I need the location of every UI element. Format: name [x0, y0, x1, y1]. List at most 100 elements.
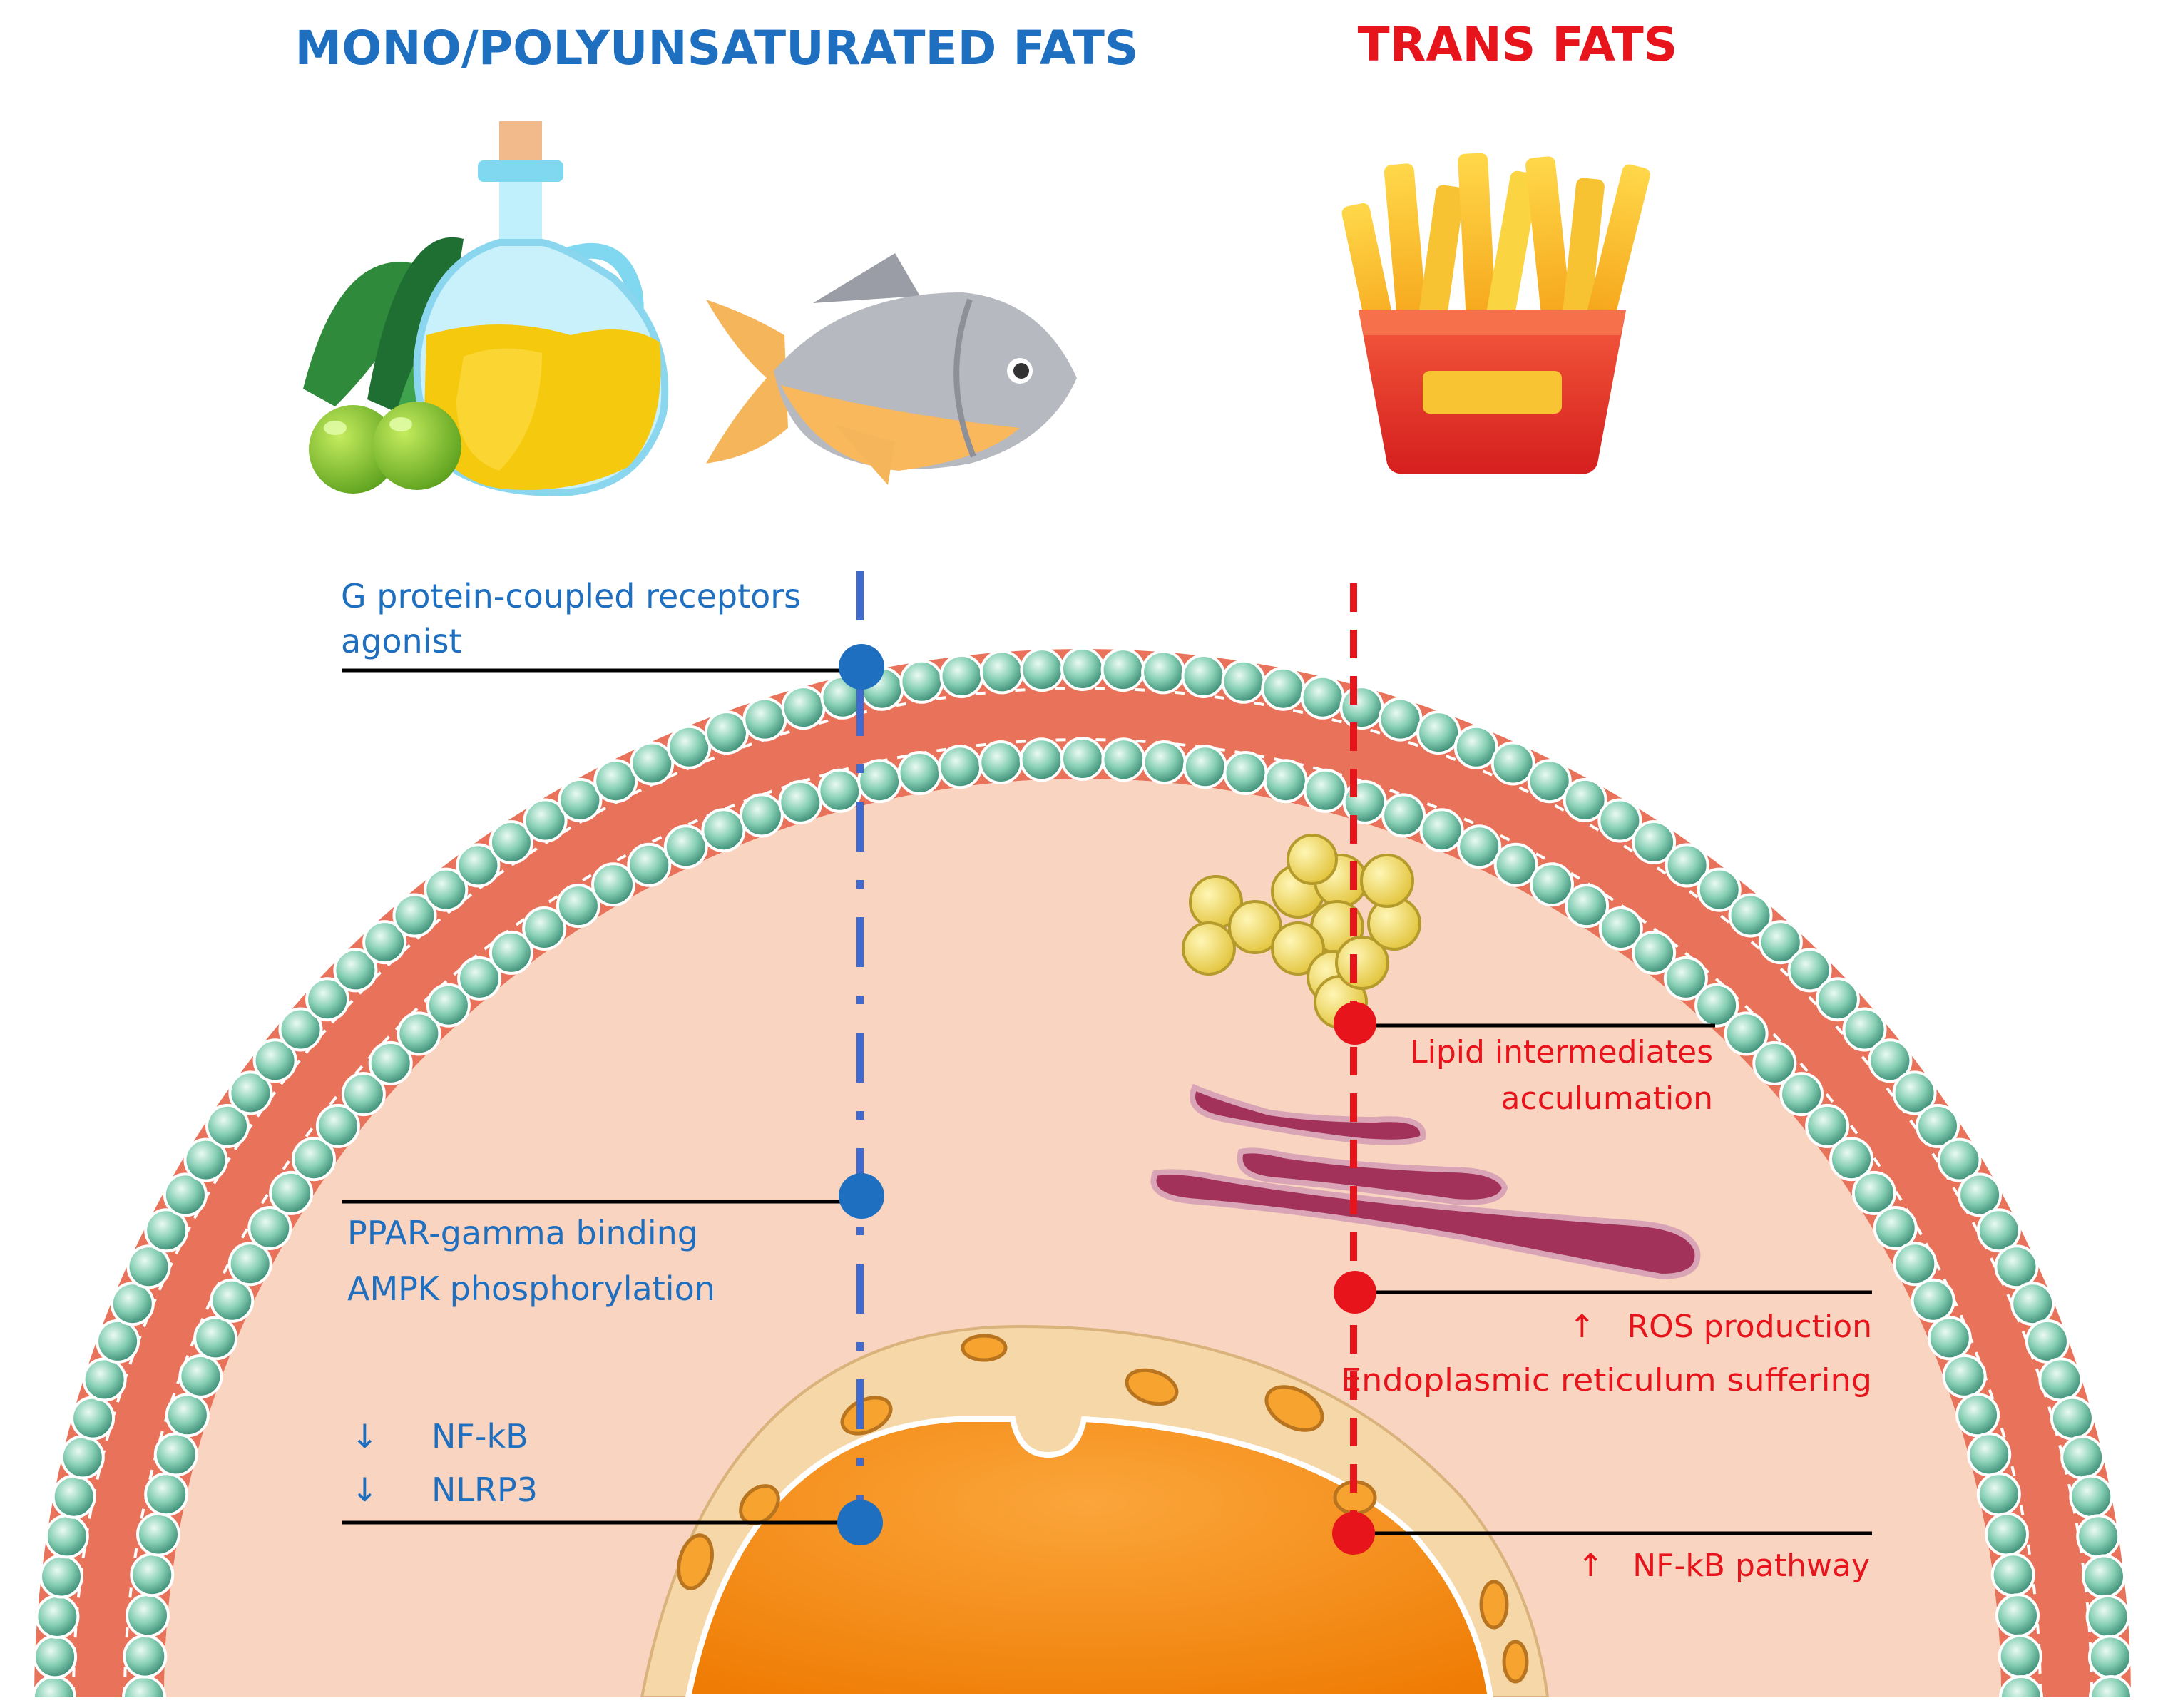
- nfkb-pathway-up-arrow: ↑: [1577, 1548, 1604, 1584]
- phospholipid-head: [305, 977, 350, 1022]
- phospholipid-head: [1873, 1206, 1918, 1250]
- phospholipid-head: [489, 930, 533, 975]
- phospholipid-head: [1994, 1244, 2039, 1289]
- phospholipid-head: [739, 793, 784, 838]
- nfkb-label: NF-kB: [431, 1417, 528, 1456]
- phospholipid-head: [1419, 808, 1464, 853]
- phospholipid-head: [2050, 1396, 2095, 1441]
- phospholipid-head: [228, 1070, 273, 1115]
- phospholipid-head: [1937, 1137, 1982, 1182]
- phospholipid-head: [1805, 1103, 1850, 1148]
- phospholipid-head: [1100, 648, 1145, 692]
- phospholipid-head: [341, 1072, 386, 1117]
- phospholipid-head: [2010, 1282, 2055, 1326]
- phospholipid-head: [522, 906, 567, 951]
- phospholipid-head: [742, 697, 787, 742]
- phospholipid-head: [33, 1635, 78, 1679]
- phospholipid-head: [247, 1206, 292, 1250]
- phospholipid-head: [1060, 647, 1105, 691]
- phospholipid-head: [701, 808, 746, 853]
- phospholipid-head: [1976, 1472, 2021, 1517]
- phospholipid-head: [1300, 675, 1345, 720]
- phospholipid-head: [44, 1514, 89, 1559]
- title-unsaturated-fats: MONO/POLYUNSATURATED FATS: [295, 21, 1139, 76]
- nuclear-pore: [1264, 1385, 1324, 1432]
- phospholipid-head: [630, 741, 675, 786]
- phospholipid-head: [333, 948, 378, 993]
- ppar-marker: [839, 1173, 884, 1219]
- phospholipid-head: [426, 983, 471, 1028]
- phospholipid-head: [1020, 648, 1065, 692]
- phospholipid-head: [123, 1634, 168, 1679]
- phospholipid-head: [556, 884, 600, 929]
- phospholipid-head: [1868, 1038, 1913, 1083]
- phospholipid-head: [456, 843, 501, 888]
- phospholipid-head: [1694, 983, 1739, 1028]
- phospholipid-head: [1829, 1137, 1873, 1182]
- phospholipid-head: [1697, 867, 1742, 912]
- phospholipid-head: [2069, 1474, 2114, 1519]
- nfkb-pathway-label: NF-kB pathway: [1632, 1548, 1870, 1584]
- phospholipid-head: [39, 1554, 83, 1599]
- phospholipid-head: [1381, 793, 1426, 838]
- phospholipid-head: [2087, 1635, 2132, 1679]
- phospholipid-head: [558, 777, 603, 822]
- phospholipid-head: [315, 1103, 360, 1148]
- nuclear-pore: [1479, 1580, 1509, 1630]
- phospholipid-head: [781, 685, 826, 730]
- ros-label: ROS production: [1627, 1309, 1872, 1345]
- title-trans-fats: TRANS FATS: [1358, 17, 1678, 72]
- nuclear-pore: [739, 1484, 780, 1525]
- phospholipid-head: [1976, 1208, 2021, 1253]
- phospholipid-head: [1942, 1354, 1987, 1398]
- phospholipid-head: [210, 1278, 255, 1323]
- phospholipid-head: [1101, 737, 1146, 782]
- phospholipid-head: [1527, 759, 1572, 804]
- nfkb-down-arrow: ↓: [351, 1417, 379, 1456]
- phospholipid-head: [1911, 1278, 1955, 1323]
- ros-up-arrow: ↑: [1569, 1309, 1595, 1345]
- phospholipid-head: [1779, 1072, 1824, 1117]
- lipid-marker: [1334, 1002, 1376, 1045]
- phospholipid-head: [1892, 1070, 1937, 1115]
- phospholipid-head: [627, 842, 672, 887]
- phospholipid-head: [457, 956, 502, 1001]
- phospholipid-head: [704, 710, 749, 755]
- phospholipid-head: [2025, 1319, 2070, 1364]
- lipid-label-line2: acculumation: [1501, 1080, 1713, 1117]
- phospholipid-head: [292, 1137, 336, 1182]
- phospholipid-head: [978, 740, 1023, 784]
- gpcr-label-line1: G protein-coupled receptors: [341, 577, 801, 615]
- gpcr-label-line2: agonist: [341, 622, 461, 660]
- phospholipid-head: [144, 1208, 189, 1253]
- phospholipid-head: [126, 1593, 170, 1638]
- er-stress-label: Endoplasmic reticulum suffering: [1341, 1362, 1872, 1398]
- phospholipid-head: [2060, 1435, 2105, 1480]
- phospholipid-head: [1995, 1593, 2040, 1638]
- phospholipid-head: [163, 1172, 208, 1217]
- phospholipid-head: [857, 759, 902, 804]
- phospholipid-head: [1490, 741, 1535, 786]
- phospholipid-head: [663, 824, 708, 869]
- phospholipid-head: [1181, 654, 1226, 698]
- phospholipid-head: [227, 1242, 272, 1287]
- ppar-label-line1: PPAR-gamma binding: [347, 1214, 698, 1252]
- phospholipid-head: [778, 779, 823, 824]
- nfkb-pathway-marker: [1332, 1512, 1375, 1555]
- phospholipid-head: [817, 768, 862, 813]
- phospholipid-head: [1663, 956, 1708, 1001]
- nuclear-pore: [961, 1334, 1008, 1362]
- phospholipid-head: [136, 1512, 180, 1557]
- phospholipid-head: [1632, 930, 1677, 975]
- phospholipid-head: [489, 820, 533, 864]
- ros-marker: [1334, 1271, 1376, 1314]
- lipid-droplets: [1182, 834, 1421, 1029]
- phospholipid-head: [1261, 666, 1306, 711]
- phospholipid-head: [1378, 697, 1423, 742]
- phospholipid-head: [1453, 725, 1498, 769]
- phospholipid-head: [979, 650, 1024, 695]
- phospholipid-head: [2082, 1554, 2126, 1599]
- phospholipid-head: [1985, 1512, 2029, 1557]
- phospholipid-head: [397, 1011, 441, 1056]
